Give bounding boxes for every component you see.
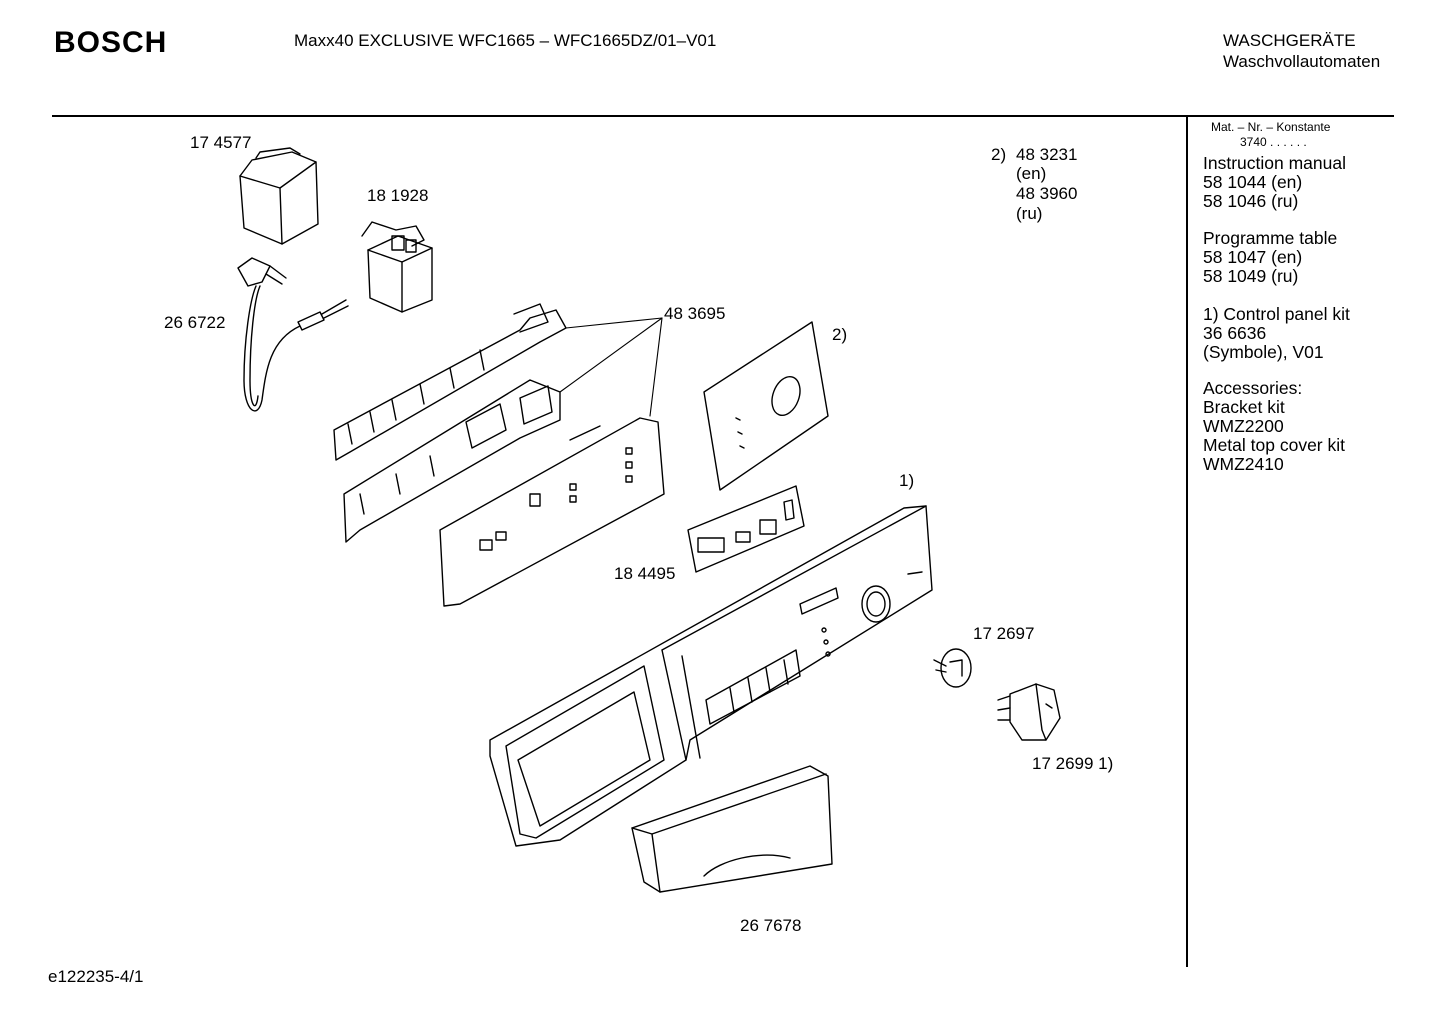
part-label-267678: 26 7678 (740, 916, 802, 935)
part-label-172699: 17 2699 1) (1032, 754, 1114, 773)
part-marker-2: 2) (832, 325, 848, 344)
programme-knob-drawing (997, 683, 1061, 741)
part-label-483695: 48 3695 (664, 304, 726, 323)
part-marker-1: 1) (899, 471, 915, 490)
category-title: WASCHGERÄTE (1223, 31, 1356, 50)
accessories-title: Accessories: (1203, 378, 1303, 398)
note-2-lang-en: (en) (1016, 164, 1047, 183)
header-divider (52, 115, 1394, 117)
programme-table-title: Programme table (1203, 228, 1338, 248)
model-title: Maxx40 EXCLUSIVE WFC1665 – WFC1665DZ/01–… (294, 31, 717, 50)
control-panel-kit-number: 36 6636 (1203, 323, 1267, 343)
drawer-handle-drawing (631, 765, 833, 893)
programme-table-ru: 58 1049 (ru) (1203, 266, 1299, 286)
part-label-184495: 18 4495 (614, 564, 676, 583)
cover-cap-drawing (239, 147, 319, 245)
control-panel-fascia-drawing (489, 505, 933, 847)
programme-table-en: 58 1047 (en) (1203, 247, 1303, 267)
suppressor-drawing (361, 221, 433, 313)
accessory-top-cover-kit: Metal top cover kit (1203, 435, 1345, 455)
document-id: e122235-4/1 (48, 967, 144, 986)
part-label-266722: 26 6722 (164, 313, 226, 332)
part-label-174577: 17 4577 (190, 133, 252, 152)
part-label-181928: 18 1928 (367, 186, 429, 205)
instruction-manual-ru: 58 1046 (ru) (1203, 191, 1299, 211)
part-label-172697: 17 2697 (973, 624, 1035, 643)
instruction-manual-title: Instruction manual (1203, 153, 1346, 173)
brand-logo: BOSCH (54, 26, 168, 59)
display-board-drawing (687, 485, 805, 573)
category-subtitle: Waschvollautomaten (1223, 52, 1381, 71)
note-2-lang-ru: (ru) (1016, 204, 1043, 223)
mat-nr-header: Mat. – Nr. – Konstante (1211, 120, 1331, 134)
instruction-manual-en: 58 1044 (en) (1203, 172, 1303, 192)
accessory-top-cover-number: WMZ2410 (1203, 454, 1284, 474)
power-cord-drawing (237, 257, 349, 412)
control-panel-kit-title: 1) Control panel kit (1203, 304, 1350, 324)
control-panel-kit-note: (Symbole), V01 (1203, 342, 1324, 362)
mat-nr-value: 3740 . . . . . . (1240, 135, 1307, 149)
sidebar-divider (1186, 117, 1188, 967)
leader-lines (559, 317, 663, 417)
control-module-drawing (333, 303, 665, 607)
note-2-part-en: 48 3231 (1016, 145, 1078, 164)
accessory-bracket-number: WMZ2200 (1203, 416, 1284, 436)
accessory-bracket-kit: Bracket kit (1203, 397, 1285, 417)
knob-insert-drawing (933, 648, 972, 688)
programme-label-drawing (703, 321, 829, 491)
note-2-marker: 2) (991, 145, 1007, 164)
note-2-part-ru: 48 3960 (1016, 184, 1078, 203)
